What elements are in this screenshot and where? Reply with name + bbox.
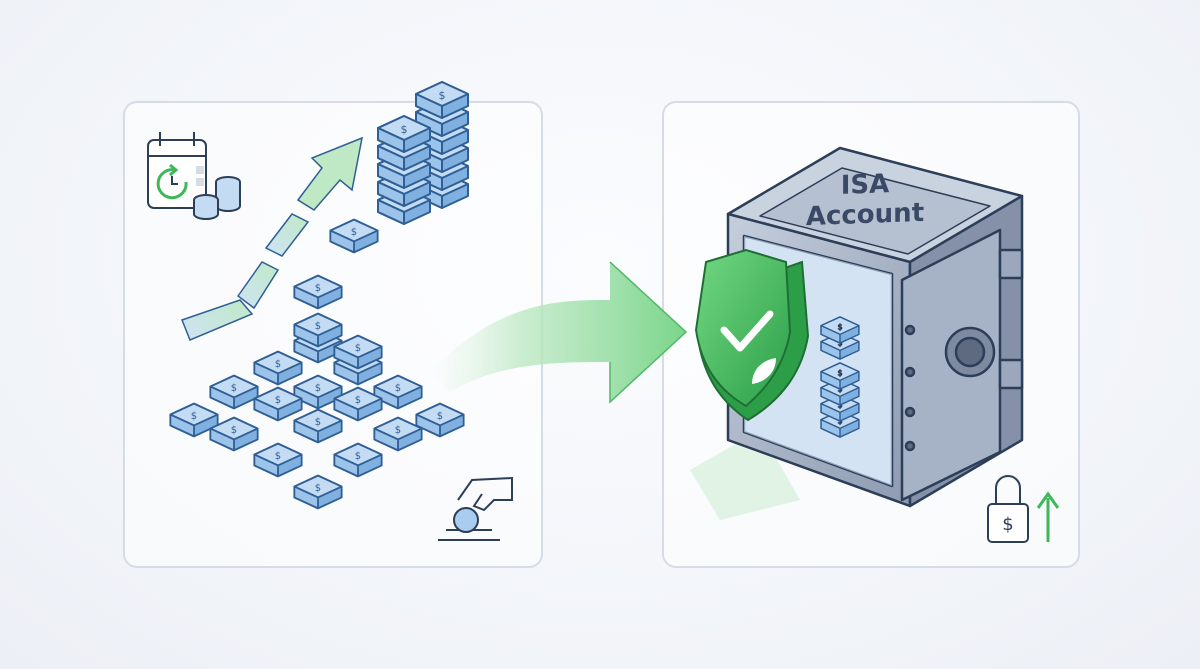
svg-text:$: $ [1002, 514, 1013, 535]
floating-coins [293, 218, 379, 310]
transfer-arrow [430, 261, 688, 404]
coin-pile [169, 312, 465, 510]
calendar-recurring-icon [147, 132, 241, 220]
hand-coin-deposit-icon [438, 476, 513, 541]
shield-check-leaf-icon [694, 248, 810, 422]
vault-label-line2: Account [805, 197, 925, 233]
vault-label: ISA Account [780, 167, 950, 233]
coin-stack-tall [377, 81, 469, 225]
lock-dollar-growth-icon: $ [987, 475, 1060, 543]
growth-arrow [181, 136, 363, 341]
